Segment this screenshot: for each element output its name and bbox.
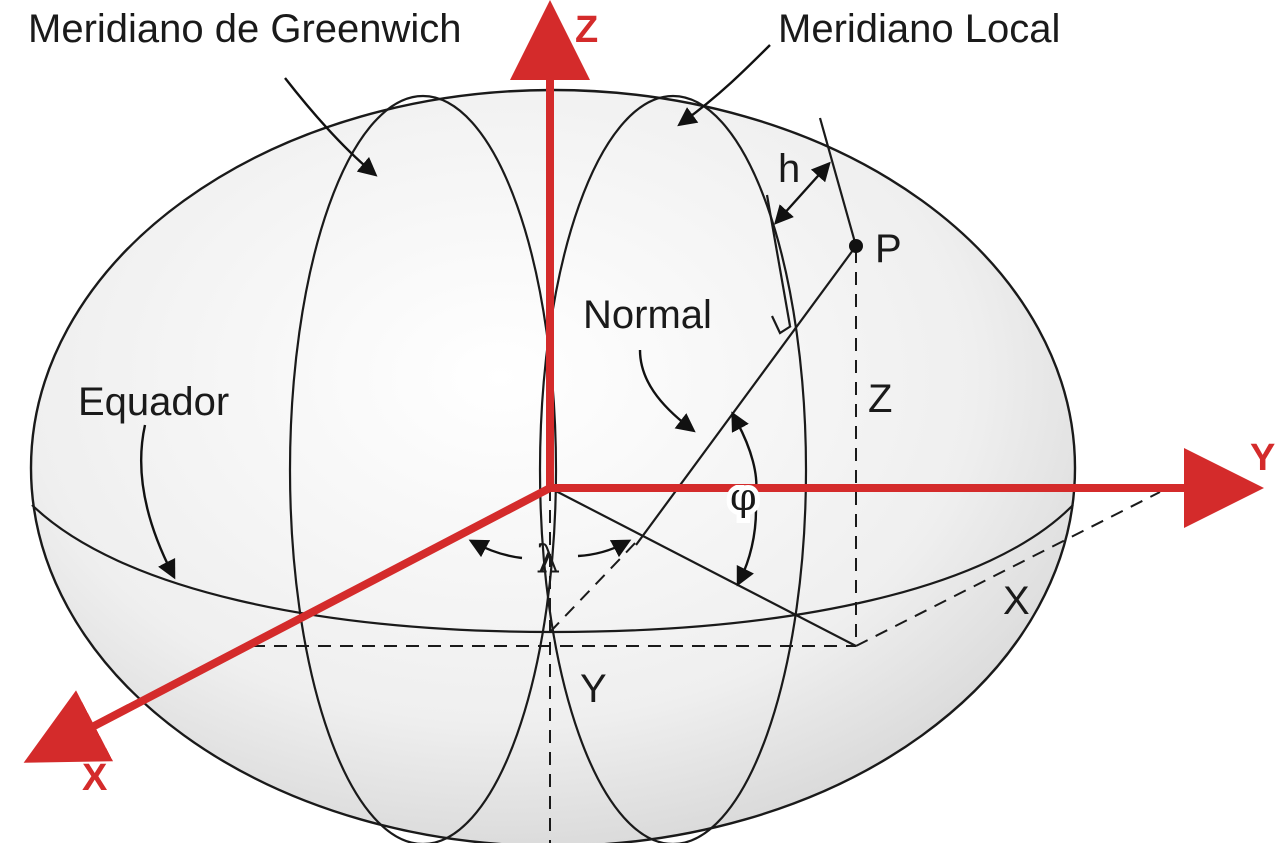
x-projection-line bbox=[855, 491, 1161, 647]
tangent-line bbox=[765, 194, 792, 327]
height-label: h bbox=[778, 147, 800, 191]
point-p-label: P bbox=[875, 227, 902, 271]
y-axis-label: Y bbox=[1250, 437, 1275, 479]
x-axis bbox=[23, 484, 552, 763]
normal-line bbox=[635, 245, 857, 546]
right-angle-marker bbox=[771, 315, 792, 335]
point-p bbox=[849, 239, 863, 253]
longitude-arc-right bbox=[577, 539, 632, 558]
greenwich-pointer-arrow bbox=[284, 77, 378, 177]
y-coordinate-label: Y bbox=[580, 667, 607, 711]
latitude-phi-label: φ bbox=[730, 475, 757, 519]
greenwich-meridian-label: Meridiano de Greenwich bbox=[28, 7, 462, 51]
z-axis-label: Z bbox=[575, 9, 598, 51]
longitude-arc-left bbox=[468, 539, 523, 560]
local-pointer-arrow bbox=[677, 44, 771, 127]
normal-pointer-arrow bbox=[638, 349, 696, 433]
meridian-plane-trace bbox=[549, 487, 857, 647]
latitude-arc-lower bbox=[736, 509, 758, 587]
local-meridian-label: Meridiano Local bbox=[778, 7, 1060, 51]
z-coordinate-label: Z bbox=[868, 377, 892, 421]
longitude-lambda-label: λ bbox=[536, 537, 560, 581]
x-coordinate-label: X bbox=[1003, 579, 1030, 623]
height-reference-line bbox=[818, 117, 858, 247]
height-arrow bbox=[773, 161, 831, 225]
equator-label: Equador bbox=[78, 380, 229, 424]
normal-label: Normal bbox=[583, 293, 712, 337]
equator-pointer-arrow bbox=[140, 424, 176, 580]
x-axis-label: X bbox=[82, 757, 108, 799]
